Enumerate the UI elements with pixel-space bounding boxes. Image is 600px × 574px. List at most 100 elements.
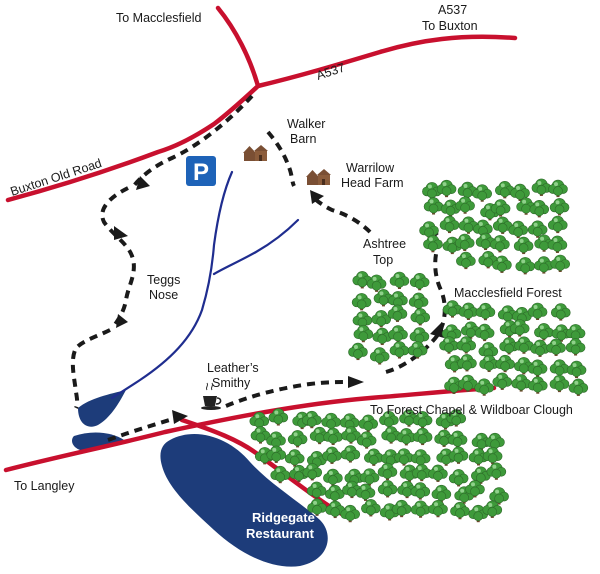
tree-icon xyxy=(377,480,398,498)
tree-icon xyxy=(547,215,568,234)
tree-icon xyxy=(568,378,589,396)
tree-icon xyxy=(513,236,534,255)
tree-icon xyxy=(250,426,271,444)
tree-icon xyxy=(527,376,548,394)
tree-icon xyxy=(566,360,587,379)
tree-icon xyxy=(475,302,496,321)
tree-icon xyxy=(436,179,457,198)
tree-icon xyxy=(377,462,398,481)
tree-icon xyxy=(323,427,343,446)
road-buxton-old-road xyxy=(5,83,261,203)
tree-icon xyxy=(410,500,431,518)
tree-icon xyxy=(468,448,489,466)
tree-icon xyxy=(440,199,461,217)
tree-icon xyxy=(550,303,571,321)
walk-arrow-6 xyxy=(430,322,444,338)
tree-icon xyxy=(495,181,515,199)
tree-icon xyxy=(456,336,477,354)
label-leathers-1: Leather’s xyxy=(207,361,259,375)
river-branch xyxy=(212,218,300,276)
tree-icon xyxy=(472,184,493,202)
label-macclesfield-forest: Macclesfield Forest xyxy=(454,286,562,300)
tree-icon xyxy=(548,179,568,198)
tree-icon xyxy=(387,304,408,322)
tree-icon xyxy=(534,323,554,341)
tree-icon xyxy=(448,469,469,487)
tree-icon xyxy=(529,200,550,218)
label-teggs-1: Teggs xyxy=(147,273,180,287)
tree-icon xyxy=(479,354,499,373)
tree-icon xyxy=(391,499,412,518)
tree-icon xyxy=(412,411,433,429)
tree-icon xyxy=(441,324,462,342)
tree-icon xyxy=(408,292,429,310)
tree-icon xyxy=(353,324,374,343)
forest-ashtree xyxy=(348,271,431,365)
tree-icon xyxy=(366,274,387,292)
tree-icon xyxy=(379,410,399,429)
tree-icon xyxy=(509,319,530,337)
tree-icon xyxy=(428,464,448,482)
tree-icon xyxy=(322,446,342,464)
walker-barn-building-icon xyxy=(243,145,268,161)
walk-route-teggs xyxy=(100,186,136,328)
tree-icon xyxy=(547,235,568,253)
walk-route-ashtree xyxy=(312,196,372,234)
road-to-macclesfield xyxy=(215,5,261,89)
tree-icon xyxy=(423,234,443,253)
tree-icon xyxy=(342,480,362,499)
tree-icon xyxy=(447,430,468,448)
tree-icon xyxy=(348,342,368,361)
tree-icon xyxy=(306,451,327,469)
tree-icon xyxy=(388,325,408,343)
walk-arrow-5 xyxy=(348,376,364,388)
walk-route-walker-barn xyxy=(266,130,296,187)
tree-icon xyxy=(444,376,464,395)
tree-icon xyxy=(495,354,515,373)
tree-icon xyxy=(454,486,474,504)
walk-arrow-7 xyxy=(310,190,324,204)
tree-icon xyxy=(340,504,360,523)
tree-icon xyxy=(361,499,381,517)
label-ridgegate-2: Restaurant xyxy=(246,526,315,541)
tree-icon xyxy=(485,432,505,451)
tree-icon xyxy=(434,429,454,447)
tree-icon xyxy=(389,271,410,289)
tree-icon xyxy=(356,431,377,449)
tree-icon xyxy=(490,199,511,217)
tree-icon xyxy=(490,235,510,253)
tree-icon xyxy=(457,181,478,200)
tree-icon xyxy=(431,484,452,503)
forest-lower xyxy=(249,408,509,523)
tree-icon xyxy=(482,446,503,465)
tree-icon xyxy=(321,412,341,431)
tree-icon xyxy=(550,254,571,273)
label-leathers-2: Smithy xyxy=(212,376,251,390)
tree-icon xyxy=(527,302,548,320)
svg-text:P: P xyxy=(193,159,209,186)
tree-icon xyxy=(351,293,372,311)
tree-icon xyxy=(486,462,507,480)
tree-icon xyxy=(515,257,536,275)
tree-icon xyxy=(446,409,467,427)
walk-route-descent xyxy=(70,328,111,409)
label-warrilow-1: Warrilow xyxy=(346,161,395,175)
label-a537-road: A537 xyxy=(315,61,347,83)
tree-icon xyxy=(549,198,570,216)
tree-icon xyxy=(455,196,475,214)
tree-icon xyxy=(359,468,380,486)
tree-icon xyxy=(439,215,460,234)
tree-icon xyxy=(409,327,430,345)
tree-icon xyxy=(307,498,327,516)
tree-icon xyxy=(489,487,509,505)
tree-icon xyxy=(458,302,479,320)
tree-icon xyxy=(549,374,570,393)
tree-icon xyxy=(468,504,489,523)
tree-icon xyxy=(474,323,495,342)
tree-icon xyxy=(411,463,432,482)
tree-icon xyxy=(492,255,512,273)
forest-upper xyxy=(419,178,571,275)
label-to-langley: To Langley xyxy=(14,479,75,493)
tree-icon xyxy=(289,464,309,483)
